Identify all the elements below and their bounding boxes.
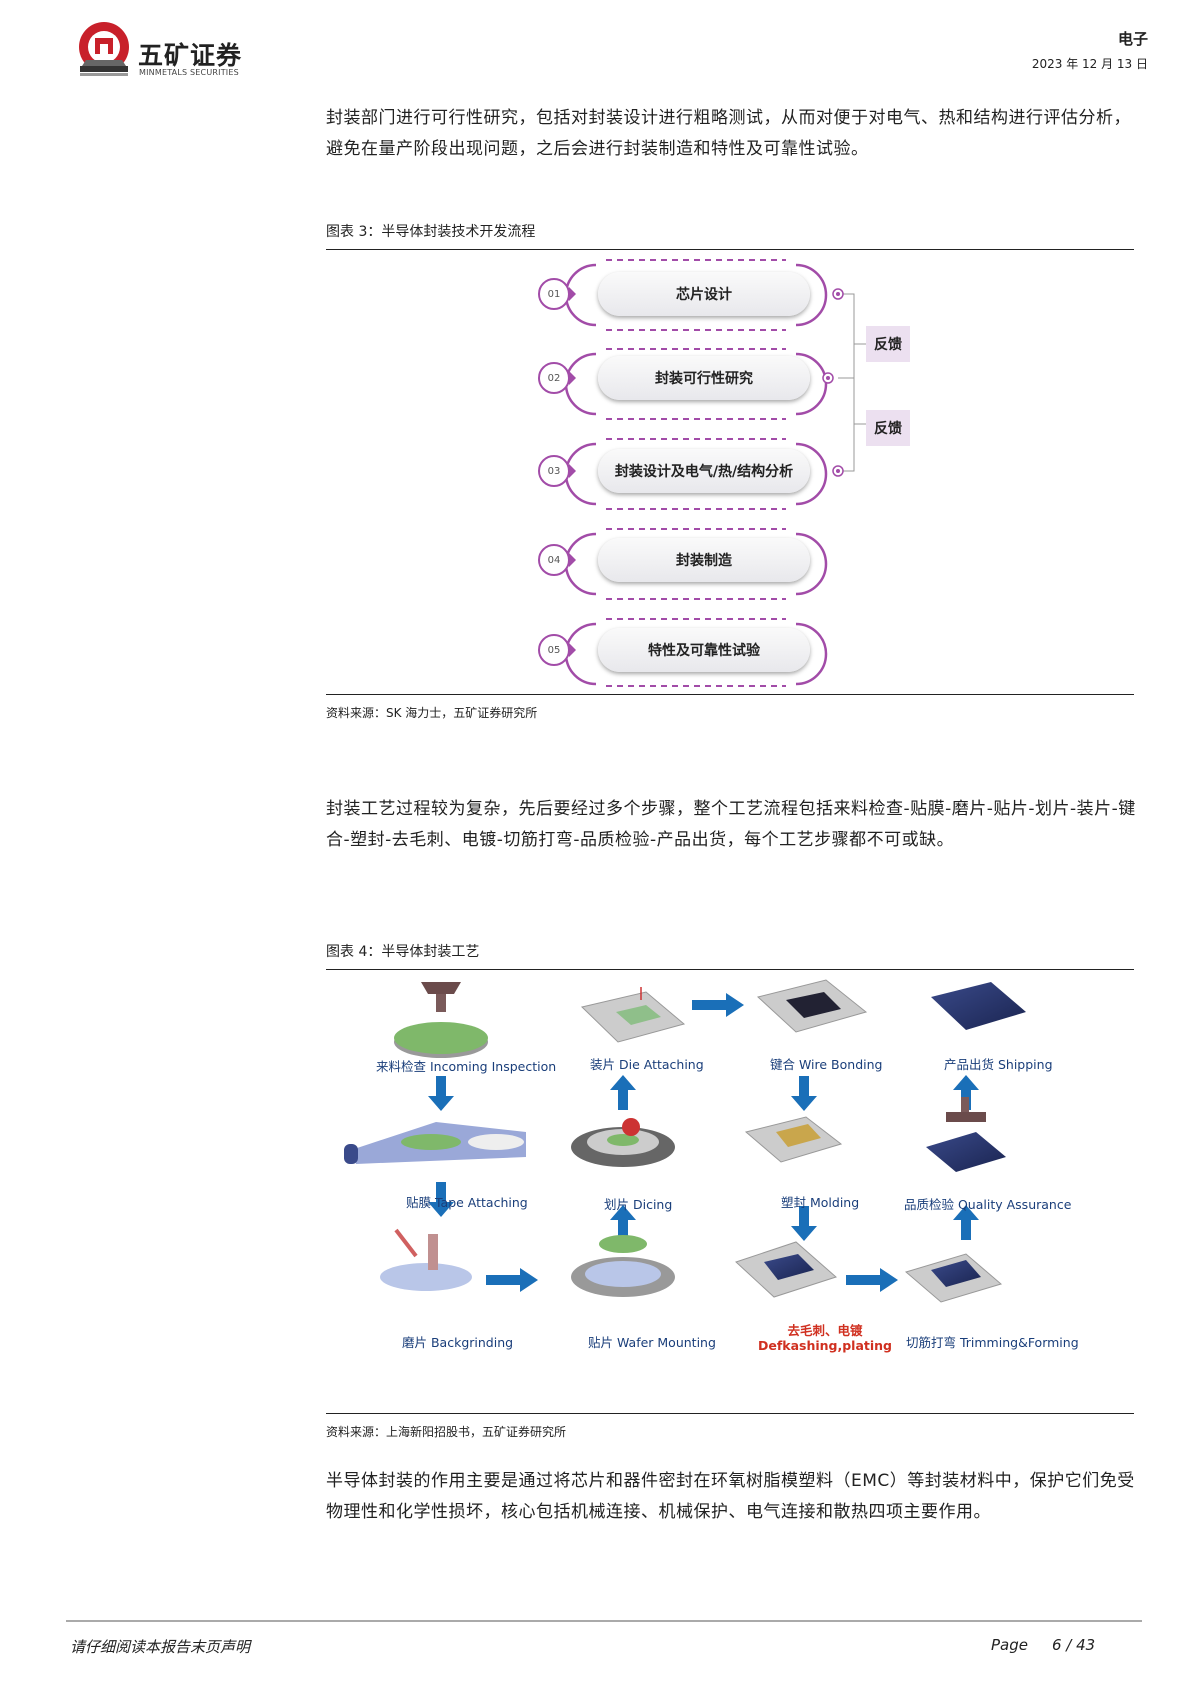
step-quality-assurance: 品质检验 Quality Assurance [904,1197,1072,1212]
step-wire-bonding: 键合 Wire Bonding [770,1057,883,1072]
step-tape-attaching: 贴膜 Tape Attaching [406,1195,528,1210]
footer-page-number: 6 / 43 [1052,1636,1096,1654]
report-date: 2023 年 12 月 13 日 [1031,57,1148,71]
step-molding: 塑封 Molding [781,1195,860,1210]
company-logo [76,20,132,78]
figure-4-bottom-rule [326,1413,1134,1414]
step-reliability-test: 特性及可靠性试验 [598,628,810,672]
report-section: 电子 [1117,30,1148,48]
paragraph-2: 封装工艺过程较为复杂，先后要经过多个步骤，整个工艺流程包括来料检查-贴膜-磨片-… [326,799,1136,850]
figure-3-top-rule [326,249,1134,250]
step-trimming-forming: 切筋打弯 Trimming&Forming [906,1335,1079,1350]
step-dicing: 划片 Dicing [604,1197,673,1212]
development-flow-diagram: 01 02 03 04 05 芯片设计 封装可行性研究 封装设计及电气/热/结构… [326,250,1134,690]
step-shipping: 产品出货 Shipping [944,1057,1053,1072]
footer-page-label: Page [991,1636,1028,1654]
logo-english-name: MINMETALS SECURITIES [139,68,239,77]
packaging-process-diagram: 来料检查 Incoming Inspection 装片 Die Attachin… [326,972,1134,1412]
figure-4-source: 资料来源：上海新阳招股书，五矿证券研究所 [326,1425,567,1439]
figure-3-source: 资料来源：SK 海力士，五矿证券研究所 [326,706,538,720]
step-feasibility-study: 封装可行性研究 [598,356,810,400]
logo-chinese-name: 五矿证券 [138,41,243,70]
step-incoming-inspection: 来料检查 Incoming Inspection [376,1059,557,1074]
figure-4-title: 图表 4：半导体封装工艺 [326,944,480,960]
paragraph-3: 半导体封装的作用主要是通过将芯片和器件密封在环氧树脂模塑料（EMC）等封装材料中… [326,1471,1135,1522]
step-number-1: 01 [538,278,570,310]
step-backgrinding: 磨片 Backgrinding [402,1335,514,1350]
step-design-analysis: 封装设计及电气/热/结构分析 [598,449,810,493]
step-number-3: 03 [538,455,570,487]
paragraph-1: 封装部门进行可行性研究，包括对封装设计进行粗略测试，从而对便于对电气、热和结构进… [326,108,1131,159]
step-chip-design: 芯片设计 [598,272,810,316]
feedback-box-2: 反馈 [866,410,910,446]
step-deflashing-en: Defkashing,plating [757,1338,893,1353]
figure-4-top-rule [326,969,1134,970]
feedback-box-1: 反馈 [866,326,910,362]
step-number-2: 02 [538,362,570,394]
figure-3-bottom-rule [326,694,1134,695]
step-deflashing-cn: 去毛刺、电镀 [787,1323,863,1338]
step-die-attaching: 装片 Die Attaching [590,1057,704,1072]
step-number-5: 05 [538,634,570,666]
figure-3-title: 图表 3：半导体封装技术开发流程 [326,224,536,240]
footer-disclaimer: 请仔细阅读本报告末页声明 [70,1638,251,1656]
footer-rule [66,1620,1142,1622]
step-wafer-mounting: 贴片 Wafer Mounting [588,1335,716,1350]
step-manufacturing: 封装制造 [598,538,810,582]
step-number-4: 04 [538,544,570,576]
